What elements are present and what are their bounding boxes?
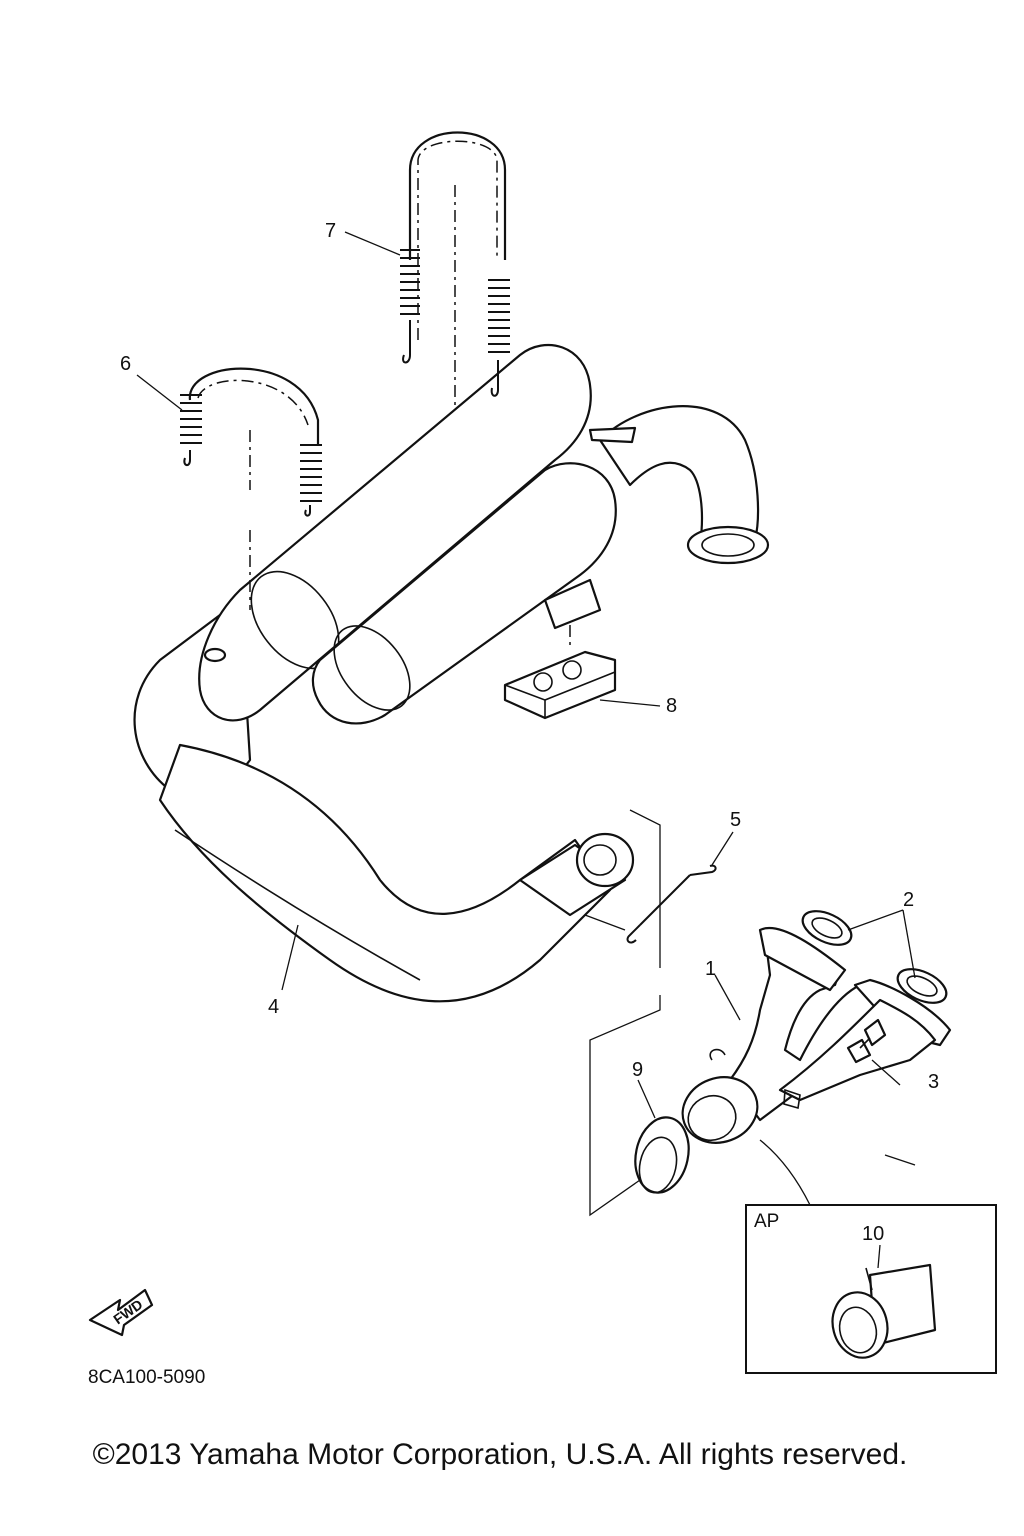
fwd-arrow-icon bbox=[88, 1288, 154, 1337]
reference-code: 8CA100-5090 bbox=[88, 1367, 205, 1388]
callout-3: 3 bbox=[928, 1071, 939, 1093]
flange-bolt bbox=[846, 1018, 887, 1064]
callout-5: 5 bbox=[730, 809, 741, 831]
spring-hanger-7 bbox=[400, 131, 510, 405]
inset-label: AP bbox=[754, 1211, 779, 1232]
callout-7: 7 bbox=[325, 220, 336, 242]
callout-6: 6 bbox=[120, 353, 131, 375]
leader-lines bbox=[136, 231, 916, 1269]
damper-block bbox=[503, 625, 617, 720]
callout-8: 8 bbox=[666, 695, 677, 717]
assembly-bracket-lines bbox=[589, 809, 661, 1217]
callout-2: 2 bbox=[903, 889, 914, 911]
callout-1: 1 bbox=[705, 958, 716, 980]
seal-ring bbox=[634, 1116, 690, 1194]
spring-hanger-6 bbox=[180, 367, 322, 610]
gaskets bbox=[801, 910, 948, 1004]
inset-box bbox=[745, 1139, 997, 1374]
copyright-notice: ©2013 Yamaha Motor Corporation, U.S.A. A… bbox=[92, 1438, 908, 1471]
muffler-assembly bbox=[133, 343, 770, 1003]
exhaust-spring-5 bbox=[584, 864, 717, 944]
callout-10: 10 bbox=[862, 1223, 884, 1245]
callout-9: 9 bbox=[632, 1059, 643, 1081]
callout-4: 4 bbox=[268, 996, 279, 1018]
